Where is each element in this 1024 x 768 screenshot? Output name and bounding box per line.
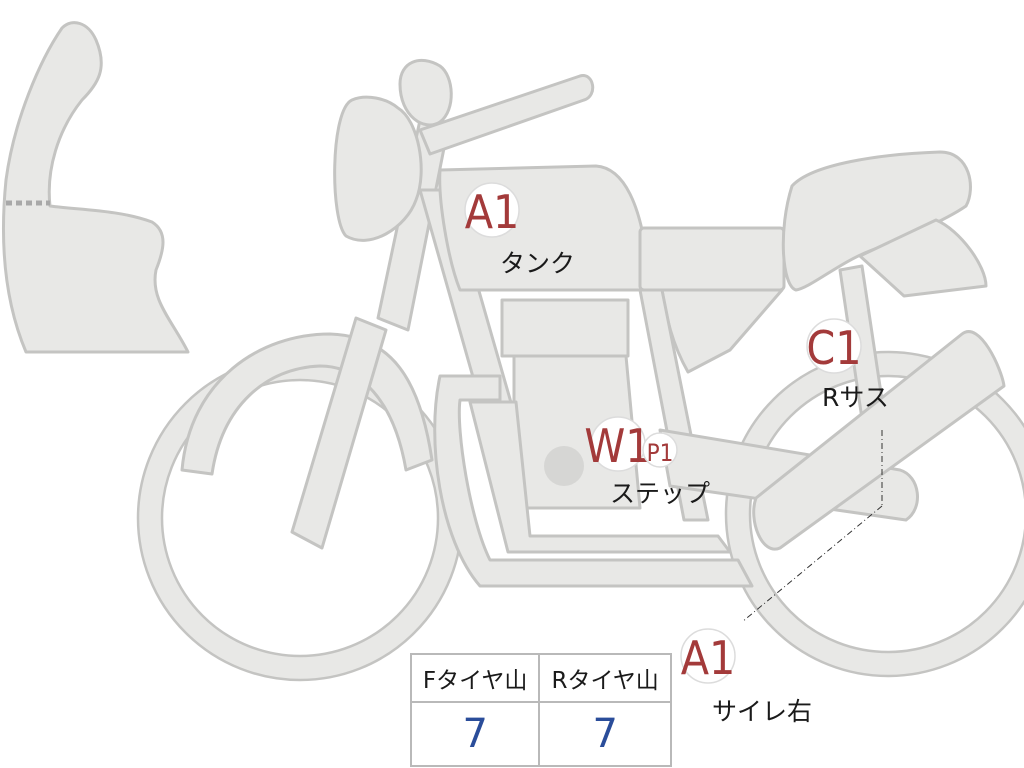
seat-front xyxy=(638,226,786,292)
rear-wheel xyxy=(726,352,1024,676)
marker-step-p-badge-text: P1 xyxy=(647,439,674,467)
side-cover xyxy=(660,288,784,374)
marker-rsus-badge-text: C1 xyxy=(806,321,861,375)
marker-muffler-badge-text: A1 xyxy=(681,631,736,685)
rear-tire-value[interactable]: 7 xyxy=(538,701,672,767)
marker-rsus-badge xyxy=(806,318,862,374)
exhaust-pipe-lower xyxy=(433,374,754,588)
marker-tank-label: タンク xyxy=(500,249,575,278)
marker-tank-badge-text: A1 xyxy=(465,185,520,239)
marker-tank[interactable]: A1 タンク xyxy=(464,182,575,278)
marker-muffler-badge xyxy=(680,628,736,684)
leader-line-muffler xyxy=(741,505,883,623)
tire-tread-table: Fタイヤ山 Rタイヤ山 7 7 xyxy=(409,653,672,767)
marker-muffler-right[interactable]: A1 サイレ右 xyxy=(680,628,812,726)
muffler xyxy=(752,330,1006,551)
rear-tire-header: Rタイヤ山 xyxy=(538,653,672,703)
mirror xyxy=(398,58,453,127)
marker-muffler-label: サイレ右 xyxy=(712,697,812,726)
marker-step-p-badge xyxy=(642,432,678,468)
windscreen xyxy=(1,21,190,354)
tire-table-value-row: 7 7 xyxy=(409,701,672,767)
marker-step-w-badge-text: W1 xyxy=(584,419,651,473)
front-fender xyxy=(180,332,434,476)
engine-cover xyxy=(544,446,584,486)
engine-top xyxy=(500,298,630,358)
front-tire-header: Fタイヤ山 xyxy=(409,653,541,703)
marker-step-label: ステップ xyxy=(610,479,710,508)
front-fork xyxy=(290,316,388,550)
rear-wheel-outer-edge xyxy=(724,350,1024,678)
front-wheel-inner-edge xyxy=(160,378,440,658)
front-tire-value[interactable]: 7 xyxy=(409,701,541,767)
marker-tank-badge xyxy=(464,182,520,238)
headlight xyxy=(333,95,423,242)
exhaust-pipe-upper xyxy=(468,400,732,554)
handlebar xyxy=(418,74,595,156)
rear-wheel-inner-edge xyxy=(748,374,1024,654)
marker-rear-suspension[interactable]: C1 Rサス xyxy=(806,318,889,412)
tail-cowl xyxy=(858,218,988,298)
tire-table-header-row: Fタイヤ山 Rタイヤ山 xyxy=(409,653,672,703)
marker-rsus-label: Rサス xyxy=(822,383,889,412)
marker-step[interactable]: W1 P1 ステップ xyxy=(584,416,710,508)
